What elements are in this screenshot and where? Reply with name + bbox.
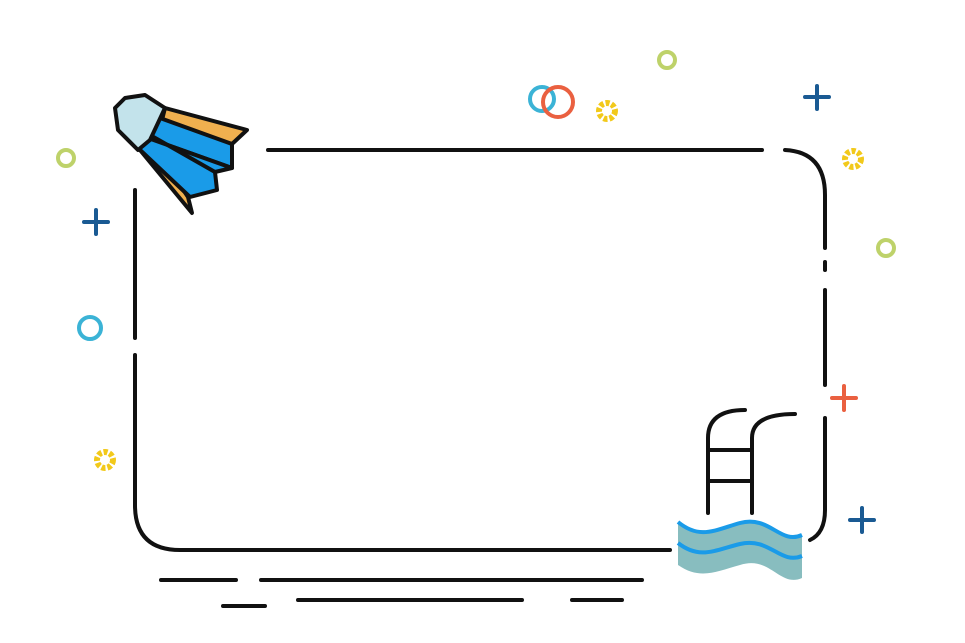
plus-icon	[830, 384, 858, 412]
flower-icon	[94, 100, 864, 471]
water-waves-icon	[676, 519, 803, 580]
dashed-frame	[133, 148, 827, 552]
pool-ladder-icon	[706, 408, 797, 515]
ring-icon	[56, 50, 896, 341]
plus-icon	[82, 84, 876, 534]
shuttlecock-icon	[113, 93, 249, 215]
ground-lines	[159, 578, 644, 608]
